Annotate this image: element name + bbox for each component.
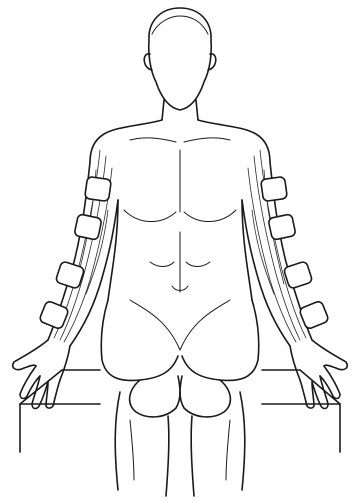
electrode-pad (261, 176, 288, 201)
electrode-pad (39, 300, 69, 329)
left-arm-electrode-pads (39, 176, 112, 329)
electrode-pad (85, 176, 112, 201)
electrode-pad (268, 214, 296, 241)
bench (20, 370, 340, 452)
electrode-pad (74, 214, 102, 241)
legs (101, 300, 259, 496)
torso (90, 120, 270, 350)
head (144, 8, 216, 110)
electrode-pad (299, 300, 329, 329)
